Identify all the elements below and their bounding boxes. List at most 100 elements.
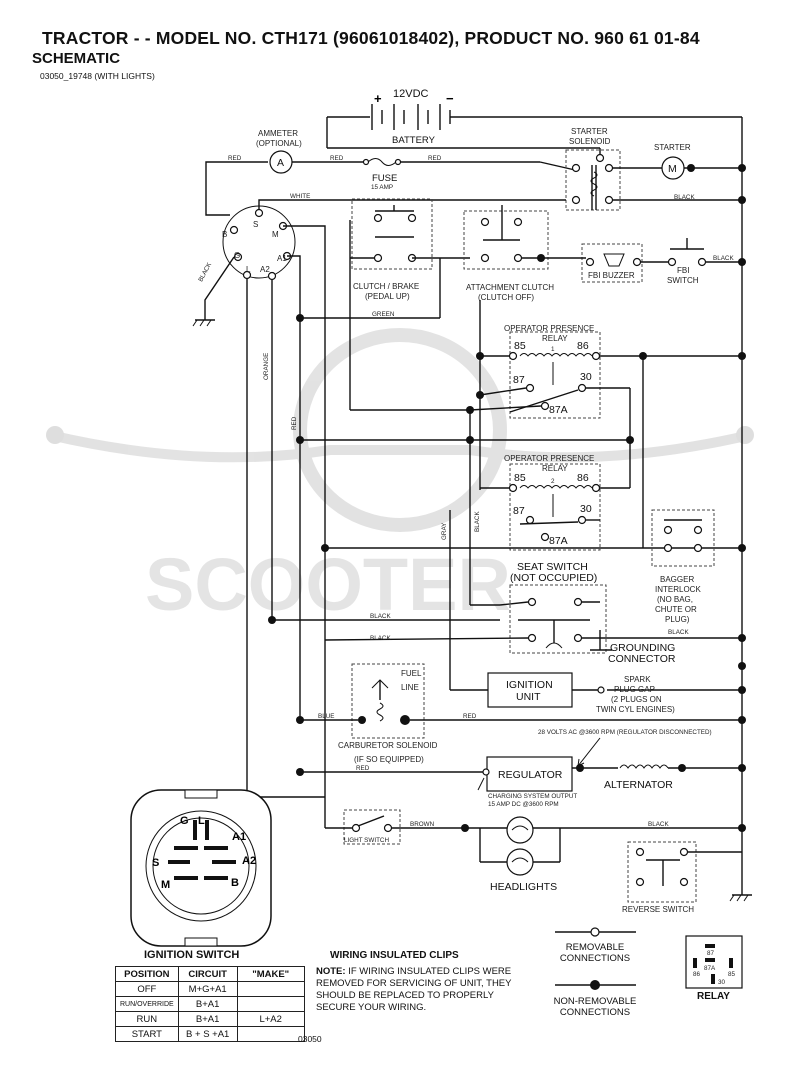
headlights-label: HEADLIGHTS bbox=[490, 881, 557, 893]
seat-switch-label-2: (NOT OCCUPIED) bbox=[510, 572, 597, 584]
table-row: RUN B+A1 L+A2 bbox=[115, 1011, 305, 1027]
bagger-label-2: INTERLOCK bbox=[655, 585, 701, 594]
wire-label-brown: BROWN bbox=[410, 821, 435, 828]
ignition-unit-label-1: IGNITION bbox=[506, 679, 553, 691]
starter-motor-symbol: M bbox=[668, 163, 677, 175]
terminal-a1-label: A1 bbox=[277, 254, 287, 263]
attachment-clutch-switch: ATTACHMENT CLUTCH (CLUTCH OFF) bbox=[463, 205, 554, 302]
relay-1-label-1: OPERATOR PRESENCE bbox=[504, 324, 594, 333]
wire-label-green: GREEN bbox=[372, 311, 395, 318]
table-row: START B + S +A1 bbox=[115, 1026, 305, 1042]
legend-nonremovable-label: NON-REMOVABLE CONNECTIONS bbox=[545, 996, 645, 1018]
relay-2-pin-86: 86 bbox=[577, 472, 589, 484]
bagger-label-1: BAGGER bbox=[660, 575, 694, 584]
wire-label-black-6: BLACK bbox=[370, 635, 391, 642]
table-header: POSITION bbox=[115, 966, 179, 982]
grounding-label-2: CONNECTOR bbox=[608, 653, 676, 665]
ammeter: A AMMETER (OPTIONAL) bbox=[256, 129, 302, 174]
wire-label-black-8: BLACK bbox=[648, 821, 669, 828]
light-switch-label: LIGHT SWITCH bbox=[344, 837, 389, 844]
wire-label-red-6: RED bbox=[356, 765, 370, 772]
wire-white-start bbox=[258, 199, 566, 209]
wire-label-white: WHITE bbox=[290, 193, 310, 200]
relay-2-number: 2 bbox=[551, 478, 555, 485]
table-cell: B+A1 bbox=[177, 996, 238, 1012]
terminal-l-label: L bbox=[246, 265, 251, 274]
starter-solenoid: STARTER SOLENOID bbox=[565, 127, 621, 211]
table-cell: RUN/OVERRIDE bbox=[115, 996, 179, 1012]
spark-label-3: (2 PLUGS ON bbox=[611, 695, 662, 704]
ammeter-label: AMMETER bbox=[258, 129, 298, 138]
table-cell bbox=[236, 981, 305, 997]
wire-label-black-4: BLACK bbox=[474, 511, 481, 532]
pictorial-a1-label: A1 bbox=[232, 831, 246, 843]
alternator: ALTERNATOR bbox=[604, 764, 673, 791]
relay-icon-pin-87a: 87A bbox=[704, 965, 716, 972]
table-cell: M+G+A1 bbox=[177, 981, 238, 997]
fbi-buzzer: FBI BUZZER bbox=[581, 243, 643, 283]
wire-label-gray: GRAY bbox=[441, 522, 448, 540]
ignition-unit-label-2: UNIT bbox=[516, 691, 541, 703]
spark-label-2: PLUG GAP bbox=[614, 685, 655, 694]
table-header-row: POSITION CIRCUIT "MAKE" bbox=[115, 966, 305, 982]
pictorial-a2-label: A2 bbox=[242, 855, 256, 867]
reverse-switch: REVERSE SWITCH bbox=[622, 841, 697, 914]
wire-black-ignition-ground bbox=[204, 256, 235, 320]
relay-icon-pin-87: 87 bbox=[707, 950, 715, 957]
carb-label-2: (IF SO EQUIPPED) bbox=[354, 755, 424, 764]
table-cell: L+A2 bbox=[236, 1011, 305, 1027]
ammeter-symbol: A bbox=[277, 157, 284, 169]
pictorial-l-label: L bbox=[198, 815, 205, 827]
bagger-label-5: PLUG) bbox=[665, 615, 690, 624]
battery-minus-label: − bbox=[446, 91, 454, 106]
fbi-switch-label-2: SWITCH bbox=[667, 276, 699, 285]
starter-label: STARTER bbox=[654, 143, 691, 152]
legend-nonremovable-line-1: NON-REMOVABLE bbox=[553, 996, 637, 1007]
battery: 12VDC + − BATTERY bbox=[326, 88, 743, 895]
spark-label-4: TWIN CYL ENGINES) bbox=[596, 705, 675, 714]
relay-1-pin-87a: 87A bbox=[549, 404, 568, 416]
clutch-brake-switch: CLUTCH / BRAKE (PEDAL UP) bbox=[351, 198, 433, 301]
clips-note-label: NOTE: bbox=[316, 966, 346, 977]
relay-1-pin-87: 87 bbox=[513, 374, 525, 386]
fuse-rating: 15 AMP bbox=[371, 184, 393, 191]
ground-symbol-2 bbox=[729, 894, 752, 902]
fuse: FUSE 15 AMP bbox=[362, 158, 402, 191]
charging-label-1: CHARGING SYSTEM OUTPUT bbox=[488, 793, 577, 800]
legend-removable bbox=[555, 927, 636, 937]
seat-switch-label-1: SEAT SWITCH bbox=[517, 561, 588, 573]
wire-label-blue: BLUE bbox=[318, 713, 334, 720]
alternator-label: ALTERNATOR bbox=[604, 779, 673, 791]
relay-legend-icon: 87 86 87A 85 30 bbox=[685, 935, 743, 989]
relay-1-label-2: RELAY bbox=[542, 334, 568, 343]
wire-red-ignition-ammeter bbox=[205, 161, 268, 216]
wire-label-orange: ORANGE bbox=[263, 353, 270, 380]
table-row: RUN/OVERRIDE B+A1 bbox=[115, 996, 305, 1012]
bagger-interlock-switch: BAGGER INTERLOCK (NO BAG, CHUTE OR PLUG) bbox=[651, 509, 715, 624]
relay-icon-pin-30: 30 bbox=[718, 979, 726, 986]
relay-1-pin-86: 86 bbox=[577, 340, 589, 352]
reverse-switch-label: REVERSE SWITCH bbox=[622, 905, 694, 914]
bagger-label-4: CHUTE OR bbox=[655, 605, 697, 614]
wire-label-red-3: RED bbox=[428, 155, 442, 162]
table-cell bbox=[236, 996, 305, 1012]
terminal-b-label: B bbox=[222, 230, 227, 239]
ignition-table-heading: IGNITION SWITCH bbox=[144, 949, 240, 961]
legend-nonremovable-line-2: CONNECTIONS bbox=[559, 1007, 631, 1018]
grounding-label-1: GROUNDING bbox=[610, 642, 675, 654]
attachment-clutch-label-1: ATTACHMENT CLUTCH bbox=[466, 283, 554, 292]
table-cell: B+A1 bbox=[177, 1011, 238, 1027]
wire-label-red-4: RED bbox=[291, 416, 298, 430]
document-reference: 03050_19748 (WITH LIGHTS) bbox=[40, 71, 155, 81]
carb-label-1: CARBURETOR SOLENOID bbox=[338, 741, 438, 750]
page-title: TRACTOR - - MODEL NO. CTH171 (9606101840… bbox=[42, 28, 700, 48]
table-cell: OFF bbox=[115, 981, 179, 997]
ammeter-optional-label: (OPTIONAL) bbox=[256, 139, 302, 148]
watermark-logo: SCOOTER bbox=[46, 328, 754, 626]
fuse-label: FUSE bbox=[372, 173, 397, 184]
carburetor-solenoid: FUEL LINE CARBURETOR SOLENOID (IF SO EQU… bbox=[338, 663, 438, 764]
relay-2-pin-87a: 87A bbox=[549, 535, 568, 547]
page-subtitle: SCHEMATIC bbox=[32, 50, 121, 67]
relay-1-pin-85: 85 bbox=[514, 340, 526, 352]
terminal-g-label: G bbox=[234, 251, 240, 260]
